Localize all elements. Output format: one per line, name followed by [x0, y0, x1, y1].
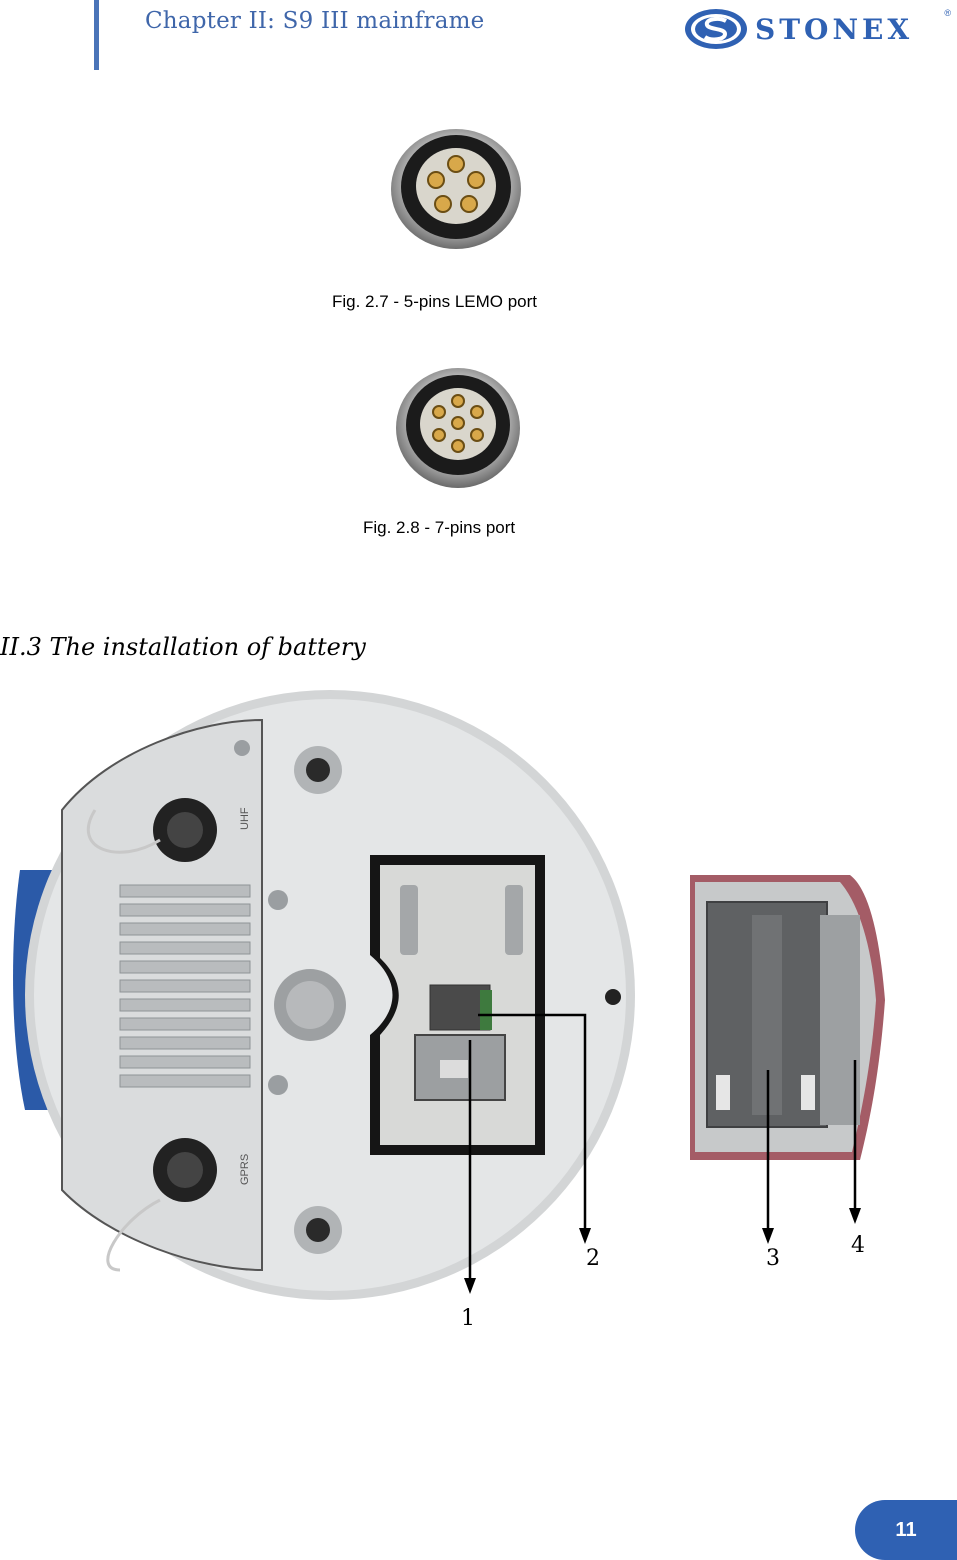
- registered-mark: ®: [944, 8, 951, 18]
- callout-line-2: [478, 1013, 587, 1230]
- logo-wordmark: STONEX: [755, 13, 914, 46]
- uhf-label: UHF: [239, 807, 251, 830]
- header-accent-bar: [94, 0, 99, 70]
- callout-1: 1: [461, 1306, 475, 1331]
- callout-3: 3: [766, 1246, 780, 1271]
- arrowhead-4: [849, 1208, 861, 1224]
- arrowhead-1: [464, 1278, 476, 1294]
- page-number: 11: [855, 1500, 957, 1560]
- callout-4: 4: [851, 1233, 865, 1258]
- arrowhead-3: [762, 1228, 774, 1244]
- five-pin-lemo-port-image: [391, 129, 521, 249]
- receiver-battery-installation-image: UHF GPRS: [13, 690, 885, 1300]
- chapter-title: Chapter II: S9 III mainframe: [145, 8, 485, 34]
- gprs-label: GPRS: [239, 1154, 251, 1185]
- seven-pin-port-image: [396, 368, 520, 488]
- stonex-logo-icon: [685, 9, 747, 49]
- callout-2: 2: [586, 1246, 600, 1271]
- fig-2-7-caption: Fig. 2.7 - 5-pins LEMO port: [332, 292, 538, 311]
- fig-2-8-caption: Fig. 2.8 - 7-pins port: [363, 518, 516, 537]
- arrowhead-2: [579, 1228, 591, 1244]
- stonex-logo: STONEX ®: [683, 6, 953, 52]
- section-title: II.3 The installation of battery: [0, 633, 366, 661]
